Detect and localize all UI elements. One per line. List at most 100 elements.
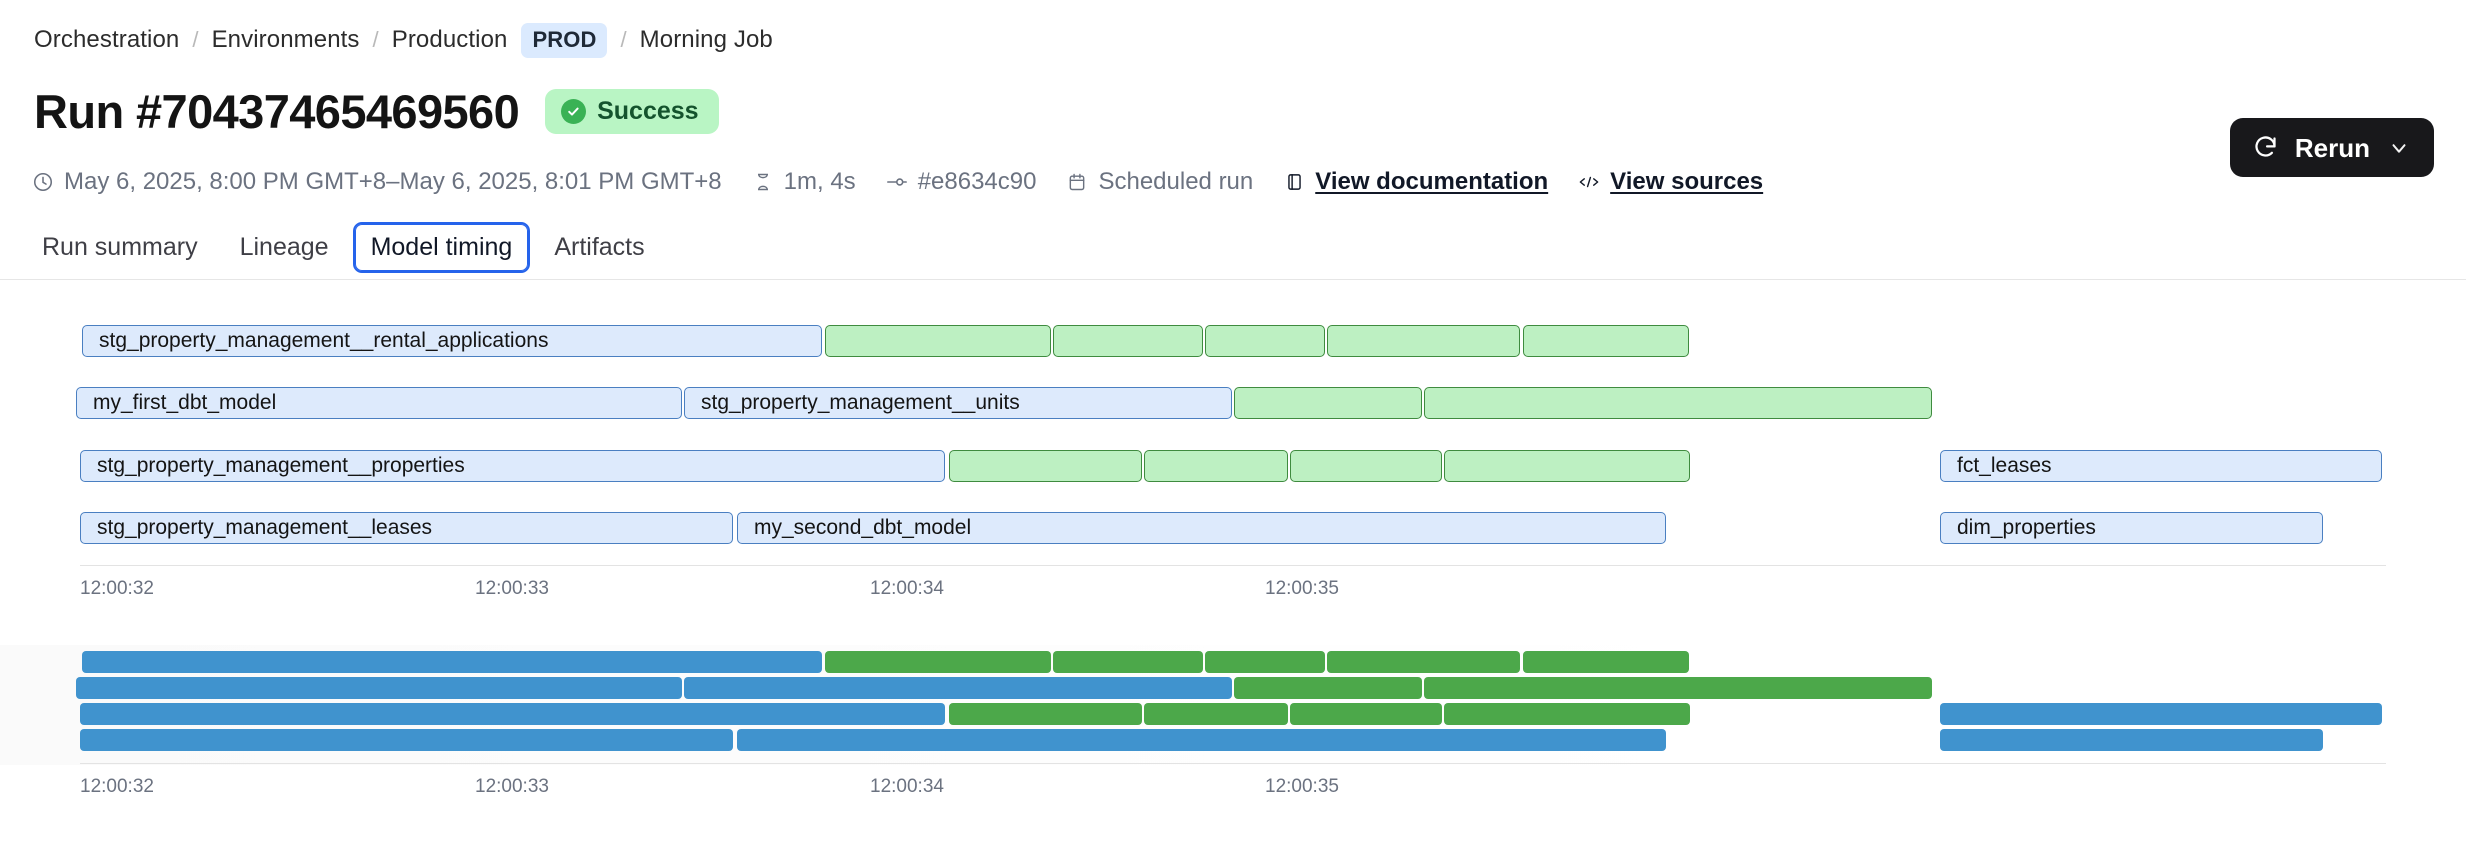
- overview-bar-segment[interactable]: [1940, 729, 2323, 751]
- tab-model-timing[interactable]: Model timing: [352, 222, 531, 273]
- code-icon: [1578, 170, 1600, 194]
- gantt-bar-label: stg_property_management__rental_applicat…: [99, 329, 549, 352]
- gantt-bar-segment[interactable]: [1144, 450, 1288, 482]
- gantt-row: stg_property_management__rental_applicat…: [0, 325, 2466, 357]
- gantt-bar-label: fct_leases: [1957, 454, 2052, 477]
- overview-bar-segment[interactable]: [76, 677, 682, 699]
- model-timing-overview[interactable]: 12:00:32 12:00:33 12:00:34 12:00:35: [0, 645, 2466, 797]
- overview-bar-segment[interactable]: [737, 729, 1666, 751]
- axis-tick-label: 12:00:35: [1265, 776, 1339, 797]
- breadcrumb-badge-prod[interactable]: PROD: [521, 23, 608, 58]
- overview-bar-segment[interactable]: [684, 677, 1232, 699]
- breadcrumb-item-environments[interactable]: Environments: [211, 26, 360, 54]
- axis-tick-label: 12:00:32: [80, 776, 154, 797]
- gantt-bar-stg_property_management__properties[interactable]: stg_property_management__properties: [80, 450, 945, 482]
- breadcrumb: Orchestration / Environments / Production PRO…: [34, 23, 773, 58]
- overview-bar-segment[interactable]: [949, 703, 1142, 725]
- gantt-row: stg_property_management__properties fct_l…: [0, 450, 2466, 482]
- gantt-bar-label: stg_property_management__properties: [97, 454, 465, 477]
- overview-bar-segment[interactable]: [1144, 703, 1288, 725]
- axis-tick-label: 12:00:32: [80, 578, 154, 599]
- overview-row: [0, 703, 2466, 725]
- gantt-bar-stg_property_management__rental_applications[interactable]: stg_property_management__rental_applicat…: [82, 325, 822, 357]
- gantt-bar-segment[interactable]: [1290, 450, 1442, 482]
- axis-rule: [80, 565, 2386, 566]
- meta-code[interactable]: View sources: [1578, 170, 1763, 194]
- gantt-bar-segment[interactable]: [1444, 450, 1690, 482]
- overview-bar-segment[interactable]: [825, 651, 1051, 673]
- gantt-row: stg_property_management__leases my_second…: [0, 512, 2466, 544]
- rerun-button[interactable]: Rerun: [2229, 118, 2434, 177]
- gantt-bar-stg_property_management__leases[interactable]: stg_property_management__leases: [80, 512, 733, 544]
- meta-label: Scheduled run: [1098, 168, 1254, 195]
- gantt-bar-dim_properties[interactable]: dim_properties: [1940, 512, 2323, 544]
- meta-label: View documentation: [1315, 168, 1549, 195]
- overview-bar-segment[interactable]: [1523, 651, 1689, 673]
- git-commit-icon: [886, 170, 908, 194]
- gantt-bar-segment[interactable]: [1234, 387, 1422, 419]
- gantt-bar-segment[interactable]: [1327, 325, 1520, 357]
- gantt-bar-segment[interactable]: [1053, 325, 1203, 357]
- model-timing-gantt: stg_property_management__rental_applicat…: [0, 310, 2466, 600]
- gantt-bar-my_second_dbt_model[interactable]: my_second_dbt_model: [737, 512, 1666, 544]
- check-circle-icon: [561, 99, 587, 124]
- gantt-bar-label: my_first_dbt_model: [93, 391, 277, 414]
- clock-icon: [32, 170, 54, 194]
- meta-label: #e8634c90: [917, 168, 1037, 195]
- gantt-bar-my_first_dbt_model[interactable]: my_first_dbt_model: [76, 387, 682, 419]
- run-meta-row: May 6, 2025, 8:00 PM GMT+8–May 6, 2025, …: [32, 170, 1793, 194]
- axis-tick-label: 12:00:35: [1265, 578, 1339, 599]
- title-row: Run #70437465469560 Success: [34, 88, 719, 135]
- meta-clock: May 6, 2025, 8:00 PM GMT+8–May 6, 2025, …: [32, 170, 722, 194]
- overview-bar-segment[interactable]: [80, 703, 945, 725]
- overview-bar-segment[interactable]: [1053, 651, 1203, 673]
- overview-bar-segment[interactable]: [1327, 651, 1520, 673]
- tab-lineage[interactable]: Lineage: [239, 233, 329, 261]
- gantt-bar-segment[interactable]: [1523, 325, 1689, 357]
- overview-bar-segment[interactable]: [82, 651, 822, 673]
- gantt-bar-label: stg_property_management__leases: [97, 516, 433, 539]
- overview-bar-segment[interactable]: [1444, 703, 1690, 725]
- axis-tick-label: 12:00:33: [475, 578, 549, 599]
- chevron-down-icon[interactable]: [2388, 137, 2410, 159]
- meta-label: 1m, 4s: [783, 168, 856, 195]
- meta-label: View sources: [1610, 168, 1764, 195]
- book-icon: [1283, 170, 1305, 194]
- meta-hourglass: 1m, 4s: [752, 170, 856, 194]
- overview-bar-segment[interactable]: [1424, 677, 1932, 699]
- gantt-bar-label: stg_property_management__units: [701, 391, 1020, 414]
- refresh-icon: [2252, 134, 2279, 161]
- calendar-icon: [1066, 170, 1088, 194]
- breadcrumb-separator: /: [192, 27, 199, 53]
- meta-label: May 6, 2025, 8:00 PM GMT+8–May 6, 2025, …: [64, 168, 722, 195]
- status-badge: Success: [545, 89, 719, 134]
- axis-tick-label: 12:00:34: [870, 776, 944, 797]
- breadcrumb-separator: /: [372, 27, 379, 53]
- overview-row: [0, 651, 2466, 673]
- page-title: Run #70437465469560: [34, 85, 520, 138]
- overview-bar-segment[interactable]: [1234, 677, 1422, 699]
- overview-bar-segment[interactable]: [1940, 703, 2382, 725]
- gantt-bar-label: dim_properties: [1957, 516, 2096, 539]
- overview-bar-segment[interactable]: [1290, 703, 1442, 725]
- tab-run-summary[interactable]: Run summary: [42, 233, 198, 261]
- breadcrumb-item-orchestration[interactable]: Orchestration: [34, 26, 180, 54]
- gantt-bar-fct_leases[interactable]: fct_leases: [1940, 450, 2382, 482]
- overview-time-axis: 12:00:32 12:00:33 12:00:34 12:00:35: [0, 763, 2466, 797]
- overview-bar-segment[interactable]: [1205, 651, 1325, 673]
- meta-book[interactable]: View documentation: [1283, 170, 1548, 194]
- tab-artifacts[interactable]: Artifacts: [554, 233, 645, 261]
- gantt-bar-stg_property_management__units[interactable]: stg_property_management__units: [684, 387, 1232, 419]
- gantt-bar-label: my_second_dbt_model: [754, 516, 972, 539]
- gantt-bar-segment[interactable]: [825, 325, 1051, 357]
- breadcrumb-item-production[interactable]: Production: [391, 26, 508, 54]
- gantt-bar-segment[interactable]: [1205, 325, 1325, 357]
- axis-rule: [80, 763, 2386, 764]
- breadcrumb-separator: /: [620, 27, 627, 53]
- gantt-bar-segment[interactable]: [949, 450, 1142, 482]
- overview-bar-segment[interactable]: [80, 729, 733, 751]
- overview-row: [0, 677, 2466, 699]
- axis-tick-label: 12:00:33: [475, 776, 549, 797]
- gantt-bar-segment[interactable]: [1424, 387, 1932, 419]
